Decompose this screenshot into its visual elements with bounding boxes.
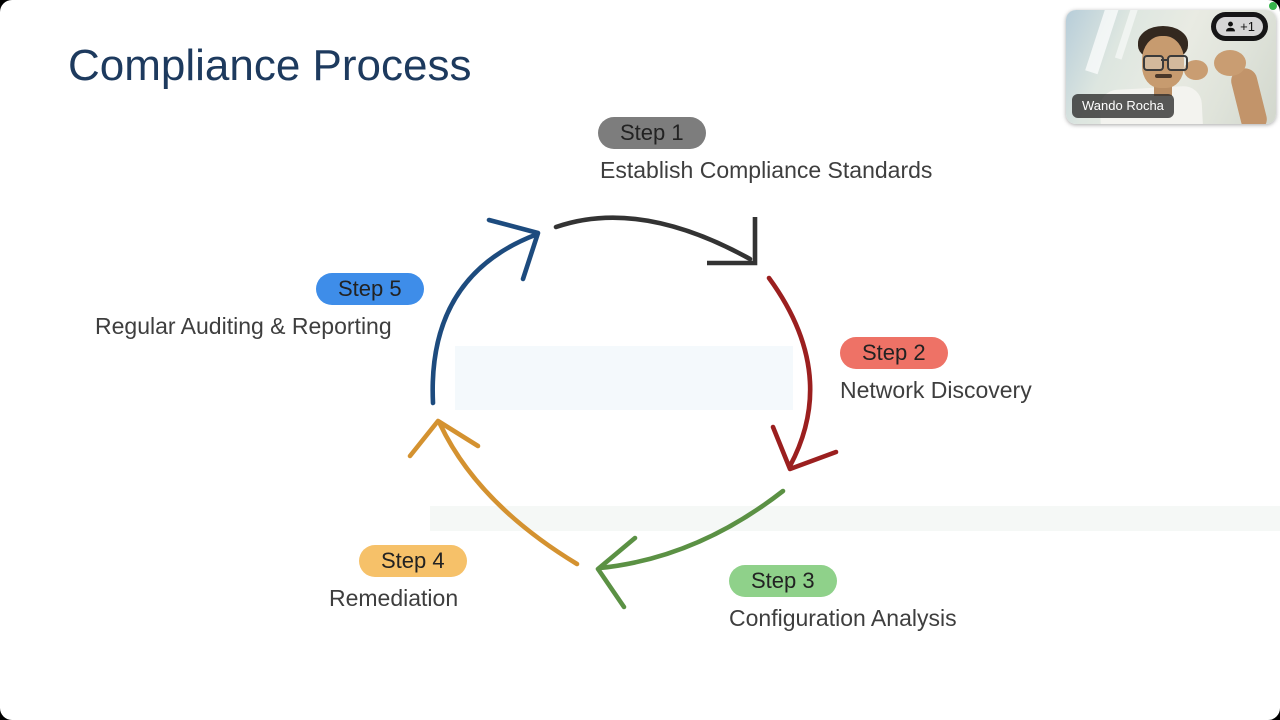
camera-status-dot (1269, 2, 1277, 10)
person-icon (1224, 20, 1237, 33)
participants-overflow-badge[interactable]: +1 (1211, 12, 1268, 41)
participant-hand (1214, 50, 1246, 76)
step-5-description: Regular Auditing & Reporting (95, 313, 392, 339)
step-2-pill: Step 2 (840, 337, 948, 370)
webcam-tile[interactable]: +1 Wando Rocha (1066, 10, 1276, 124)
glasses-icon (1167, 55, 1188, 71)
glasses-bridge (1161, 59, 1167, 61)
step-5-pill: Step 5 (316, 273, 424, 306)
slide-title: Compliance Process (68, 41, 472, 90)
participant-hand (1184, 60, 1208, 80)
participant-name-tag: Wando Rocha (1072, 94, 1174, 118)
step-4-pill: Step 4 (359, 545, 467, 578)
step-3-pill: Step 3 (729, 565, 837, 598)
window-reflection (1114, 10, 1141, 60)
participant-mustache (1155, 74, 1172, 78)
overflow-count-label: +1 (1240, 19, 1255, 34)
window-reflection (1085, 10, 1120, 75)
step-3-description: Configuration Analysis (729, 605, 957, 631)
step-1-description: Establish Compliance Standards (600, 157, 933, 183)
step-4-description: Remediation (329, 585, 459, 611)
glasses-icon (1143, 55, 1164, 71)
step-1-pill: Step 1 (598, 117, 706, 150)
step-2-description: Network Discovery (840, 377, 1032, 403)
